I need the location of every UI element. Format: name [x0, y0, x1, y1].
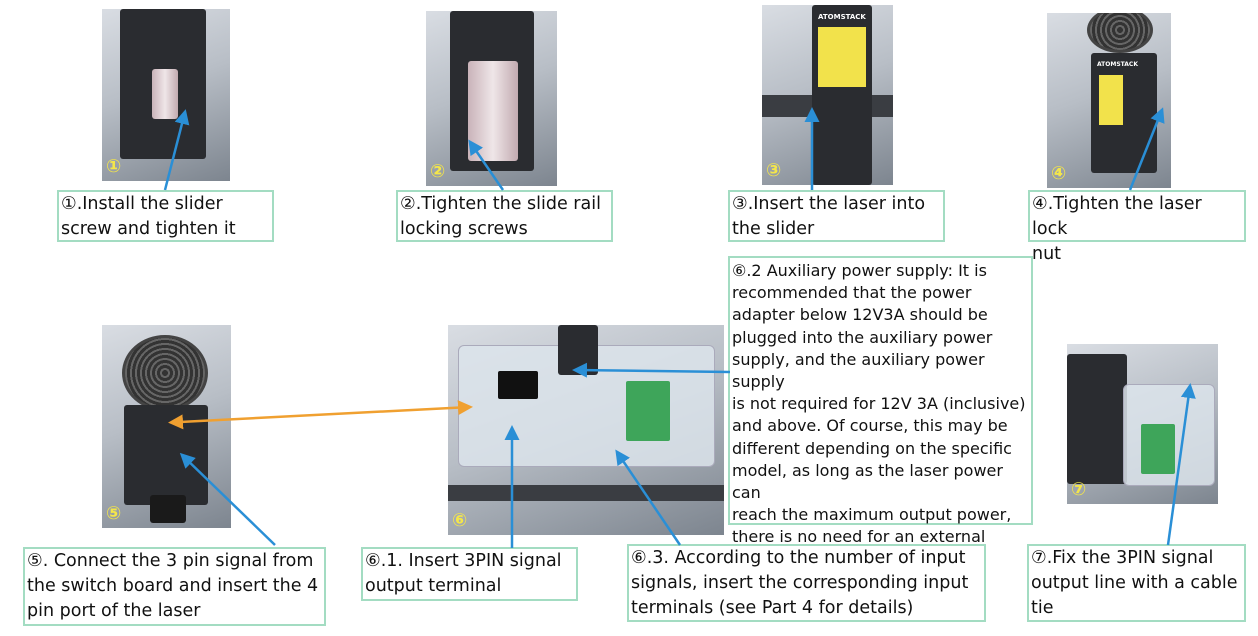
photo-step-3: ATOMSTACK ③ [762, 5, 893, 185]
caption-step-2: ②.Tighten the slide rail locking screws [396, 190, 613, 242]
photo-step-2: ② [426, 11, 557, 186]
brand-label: ATOMSTACK [1097, 61, 1138, 68]
fan-icon [122, 335, 208, 411]
caption-step-1: ①.Install the slider screw and tighten i… [57, 190, 274, 242]
caption-step-5: ⑤. Connect the 3 pin signal from the swi… [23, 547, 326, 626]
step-number: ③ [766, 160, 782, 181]
brand-label: ATOMSTACK [818, 13, 866, 21]
caption-step-7: ⑦.Fix the 3PIN signal output line with a… [1027, 544, 1246, 622]
laser-warning-label [1099, 75, 1123, 125]
slide-rail-block [468, 61, 518, 161]
step-number: ⑤ [106, 503, 122, 524]
laser-module [1067, 354, 1127, 484]
caption-step-6-3: ⑥.3. According to the number of input si… [627, 544, 986, 622]
power-jack [558, 325, 598, 375]
laser-module [124, 405, 208, 505]
caption-step-4: ④.Tighten the laser lock nut [1028, 190, 1246, 264]
caption-step-6-2: ⑥.2 Auxiliary power supply: It is recomm… [728, 256, 1033, 569]
step-number: ④ [1051, 163, 1067, 184]
laser-warning-label [818, 27, 866, 87]
photo-step-5: ⑤ [102, 325, 231, 528]
frame-rail [448, 485, 724, 501]
terminal-block [1141, 424, 1175, 474]
step-number: ② [430, 161, 446, 182]
caption-step-6-1: ⑥.1. Insert 3PIN signal output terminal [361, 547, 578, 601]
terminal-block [626, 381, 670, 441]
focus-knob [150, 495, 186, 523]
fan-icon [1087, 13, 1153, 53]
slider-block [152, 69, 178, 119]
photo-step-7: ⑦ [1067, 344, 1218, 504]
photo-step-6: ⑥ [448, 325, 724, 535]
step-number: ⑥ [452, 510, 468, 531]
caption-step-3: ③.Insert the laser into the slider [728, 190, 945, 242]
step-number: ⑦ [1071, 479, 1087, 500]
photo-step-1: ① [102, 9, 230, 181]
photo-step-4: ATOMSTACK ④ [1047, 13, 1171, 188]
power-switch [498, 371, 538, 399]
step-number: ① [106, 156, 122, 177]
